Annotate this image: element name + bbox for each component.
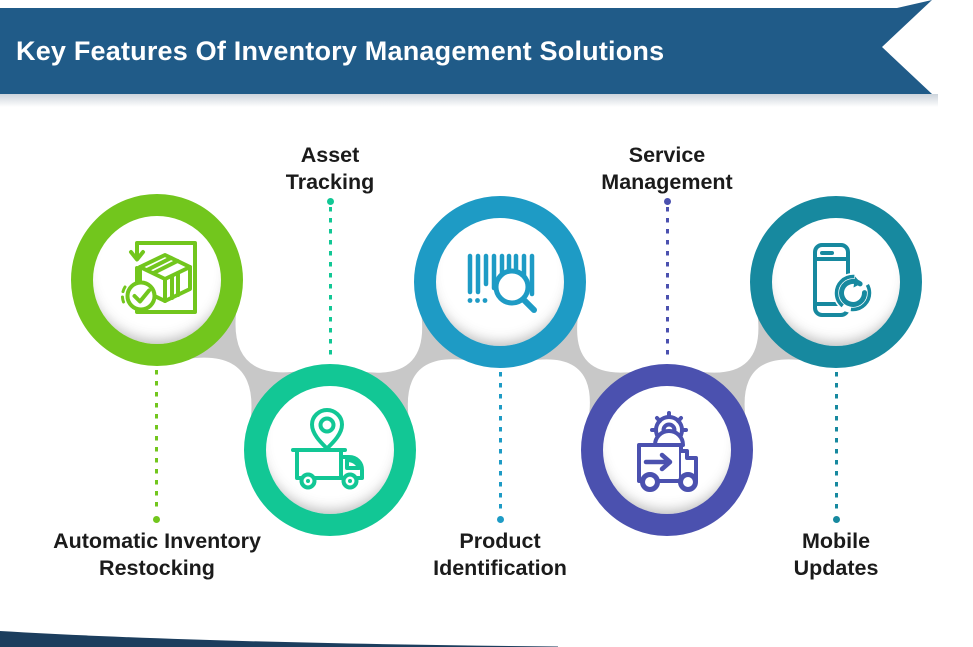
dotted-connector-line [155, 370, 158, 512]
line-end-dot [832, 516, 840, 523]
line-end-dot [326, 198, 334, 205]
service-truck-gear-icon [617, 400, 717, 500]
feature-label-line1: Asset [300, 143, 360, 167]
phone-refresh-icon [786, 232, 873, 332]
feature-label: Product Identification [370, 528, 630, 582]
feature-label-line2: Updates [793, 556, 879, 580]
delivery-truck-pin-icon [280, 400, 380, 500]
feature-label-line1: Product [459, 529, 541, 553]
feature-circle [71, 194, 243, 366]
circle-ring [71, 194, 243, 366]
line-end-dot [153, 516, 160, 523]
page-title: Key Features Of Inventory Management Sol… [16, 35, 665, 66]
header-ribbon-shadow [0, 94, 938, 107]
feature-label-line2: Identification [433, 556, 567, 580]
feature-label-line1: Mobile [801, 529, 871, 553]
feature-circle [244, 364, 416, 536]
feature-label: Mobile Updates [706, 528, 966, 582]
dotted-connector-line [498, 372, 502, 512]
line-end-dot [496, 516, 504, 523]
line-end-dot [663, 198, 671, 205]
feature-label-line2: Restocking [99, 556, 215, 580]
feature-label-line2: Management [601, 170, 733, 194]
feature-label: Service Management [537, 142, 797, 196]
header-ribbon [0, 0, 932, 94]
barcode-magnifier-icon [467, 232, 550, 332]
bottom-decoration [0, 631, 558, 647]
feature-label: Automatic Inventory Restocking [27, 528, 287, 582]
dotted-connector-line [834, 372, 838, 512]
feature-circle [750, 196, 922, 368]
feature-circle [414, 196, 586, 368]
circle-ring [750, 196, 922, 368]
feature-label: Asset Tracking [200, 142, 460, 196]
feature-circle [581, 364, 753, 536]
dotted-connector-line [665, 207, 669, 360]
feature-label-line1: Automatic Inventory [53, 529, 261, 553]
feature-label-line2: Tracking [285, 170, 375, 194]
feature-label-line1: Service [628, 143, 706, 167]
package-check-icon [107, 230, 207, 330]
dotted-connector-line [328, 207, 332, 360]
